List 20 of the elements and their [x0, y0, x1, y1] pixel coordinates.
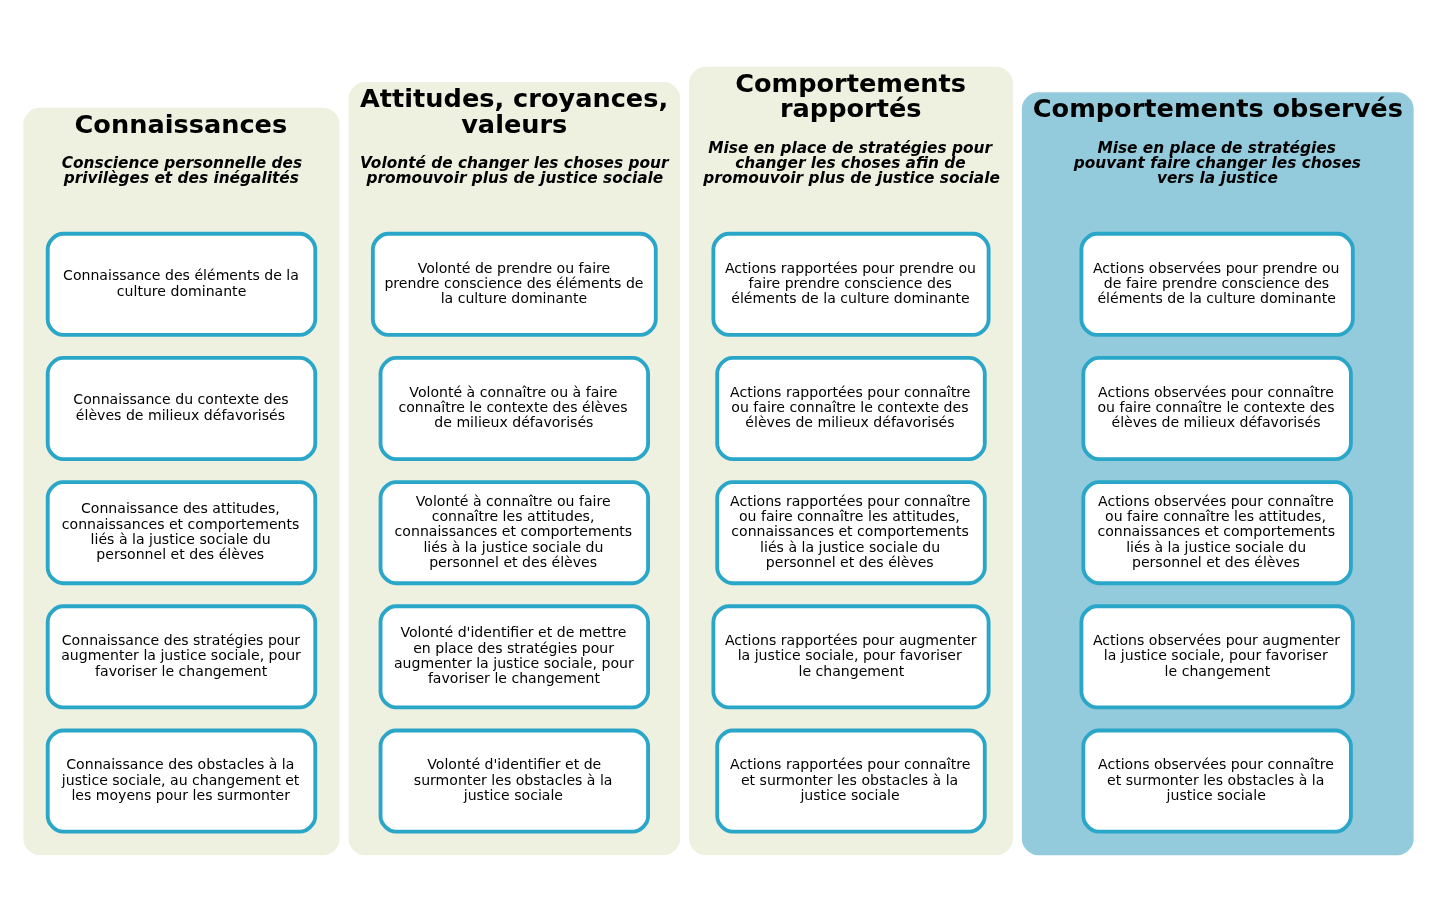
node-box: Volonté à connaître ou faire connaître les attitudes, connaissances et comportements liés à la justice sociale du personnel et des élèves	[378, 480, 650, 586]
node-box: Volonté de prendre ou faire prendre conscience des éléments de la culture dominante	[370, 231, 658, 337]
node-box: Actions observées pour connaître ou faire connaître le contexte des élèves de milieux défavorisés	[1081, 356, 1353, 461]
node-box: Actions observées pour augmenter la justice sociale, pour favoriser le changement	[1079, 604, 1355, 710]
node-box: Actions observées pour connaître ou faire connaître les attitudes, connaissances et comportements liés à la justice sociale du personnel et des élèves	[1081, 480, 1353, 586]
node-box: Volonté à connaître ou à faire connaître le contexte des élèves de milieux défavorisés	[378, 356, 650, 461]
node-box: Actions rapportées pour connaître et surmonter les obstacles à la justice sociale	[715, 728, 987, 834]
node-box: Actions rapportées pour connaître ou faire connaître le contexte des élèves de milieux défavorisés	[715, 356, 987, 461]
node-box: Connaissance des stratégies pour augmenter la justice sociale, pour favoriser le changement	[45, 604, 318, 710]
node-box: Actions observées pour prendre ou de faire prendre conscience des éléments de la culture dominante	[1079, 231, 1355, 337]
node-box: Actions observées pour connaître et surmonter les obstacles à la justice sociale	[1081, 728, 1353, 834]
node-box: Actions rapportées pour connaître ou faire connaître les attitudes, connaissances et comportements liés à la justice sociale du personnel et des élèves	[715, 480, 987, 586]
node-box: Actions rapportées pour augmenter la justice sociale, pour favoriser le changement	[711, 604, 991, 710]
node-box: Connaissance des attitudes, connaissances et comportements liés à la justice sociale du personnel et des élèves	[45, 480, 318, 586]
node-box: Volonté d'identifier et de mettre en place des stratégies pour augmenter la justice sociale, pour favoriser le changement	[378, 604, 650, 710]
node-box: Actions rapportées pour prendre ou faire prendre conscience des éléments de la culture dominante	[711, 231, 991, 337]
node-box: Volonté d'identifier et de surmonter les obstacles à la justice sociale	[378, 728, 650, 834]
node-box: Connaissance des éléments de la culture dominante	[45, 231, 318, 337]
node-box: Connaissance du contexte des élèves de milieux défavorisés	[45, 356, 318, 461]
node-box: Connaissance des obstacles à la justice sociale, au changement et les moyens pour les surmonter	[45, 728, 318, 834]
